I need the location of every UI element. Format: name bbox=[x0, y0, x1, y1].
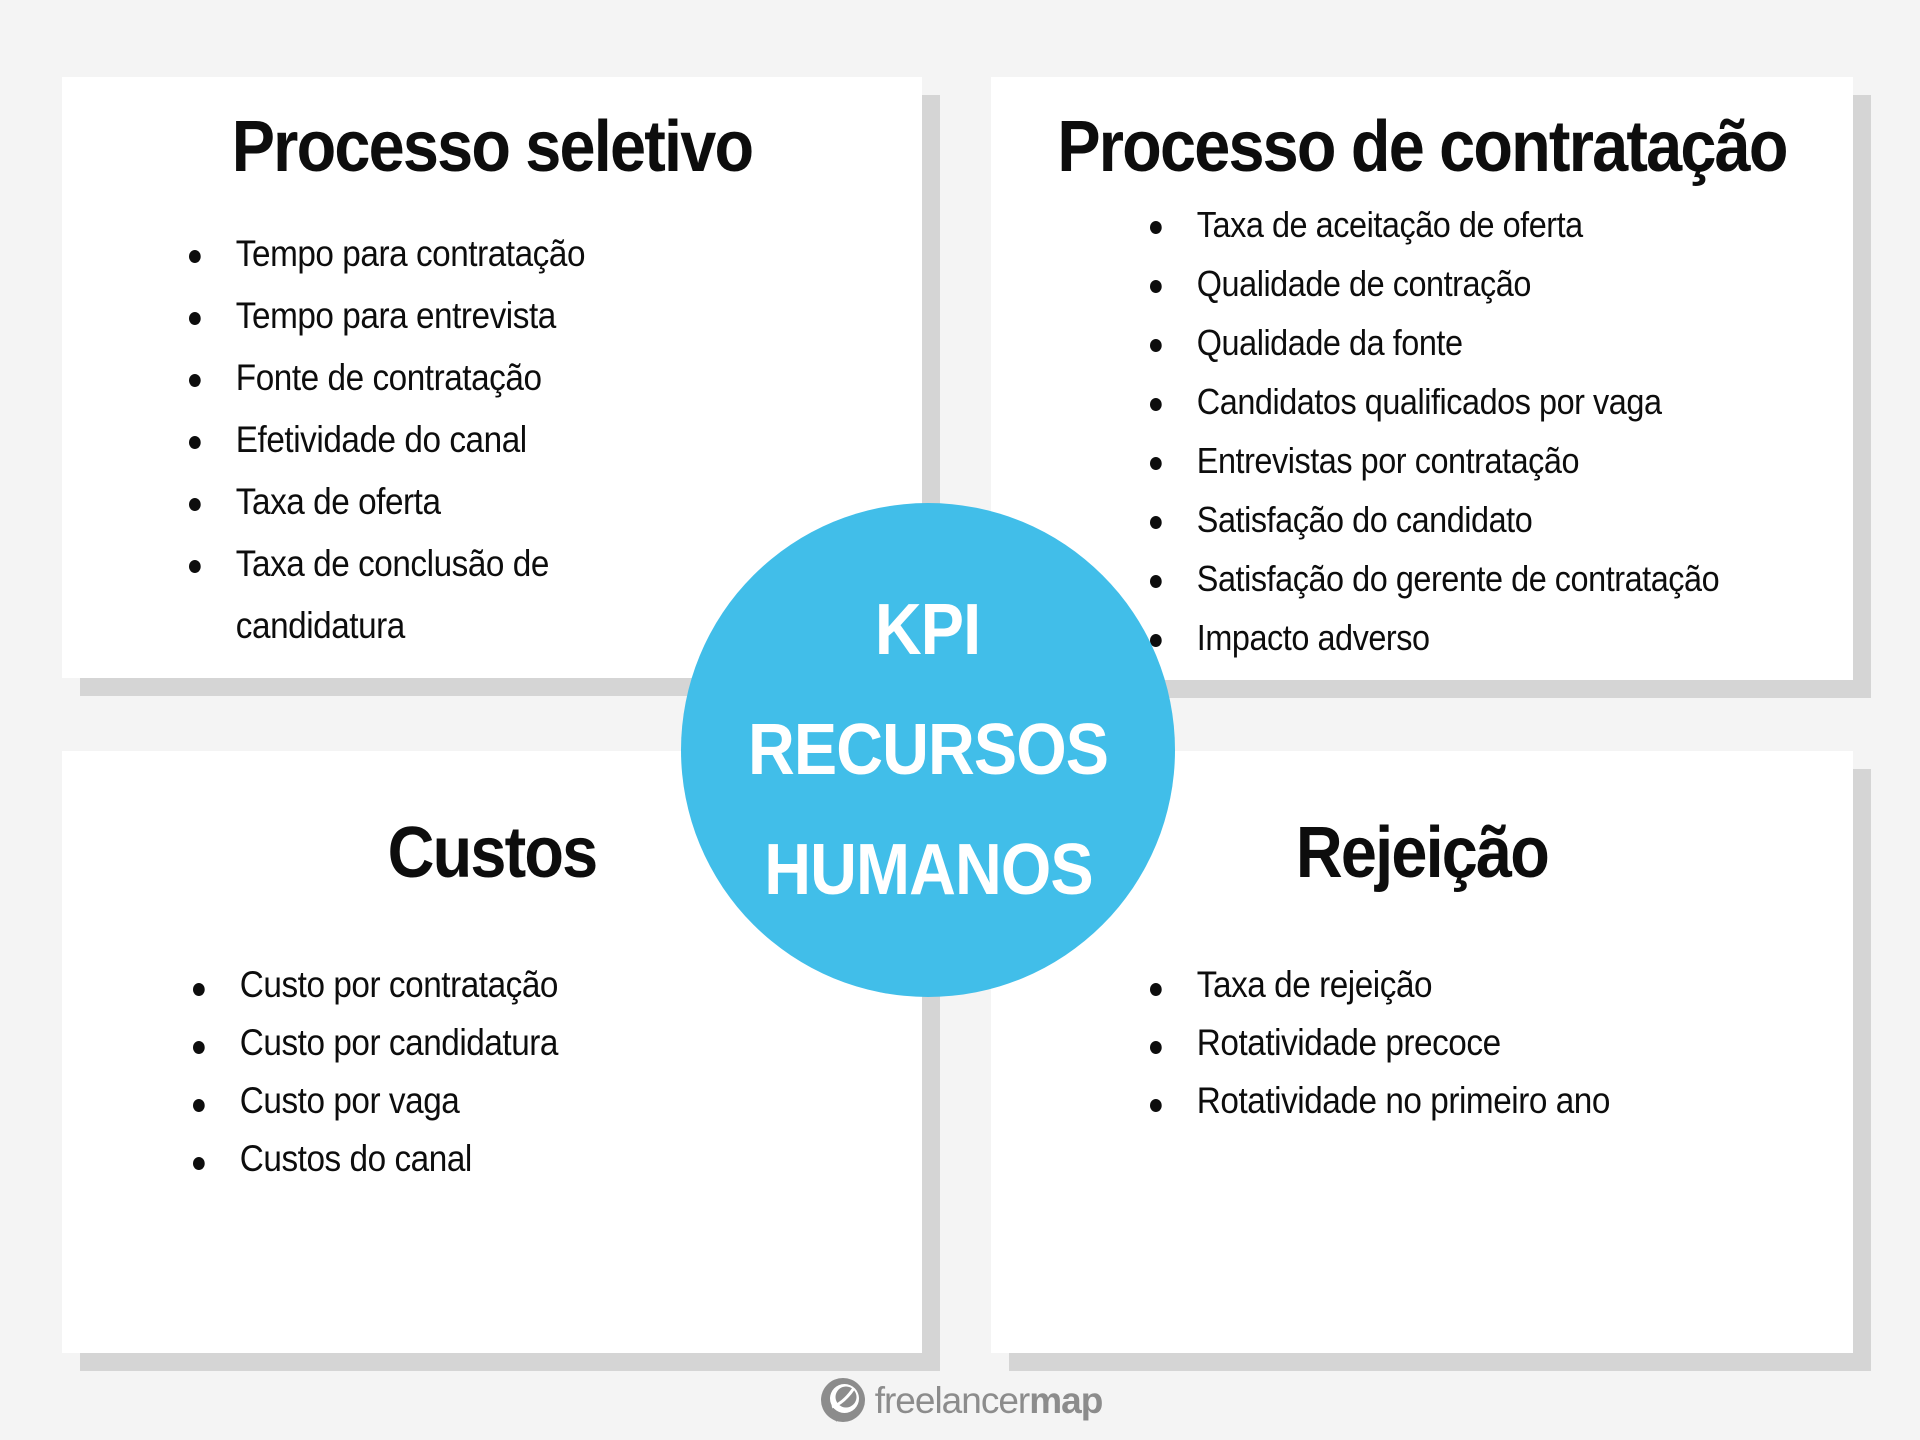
list-item: Taxa de conclusão de candidatura bbox=[180, 533, 702, 657]
list-item: Qualidade da fonte bbox=[1141, 313, 1825, 372]
list-item: Tempo para contratação bbox=[180, 223, 702, 285]
brand-prefix: freelancer bbox=[874, 1380, 1031, 1421]
list-item: Satisfação do gerente de contratação bbox=[1141, 549, 1825, 608]
badge-line: HUMANOS bbox=[763, 830, 1093, 910]
card-processo-seletivo: Processo seletivo Tempo para contratação… bbox=[62, 77, 922, 678]
card-title: Custos bbox=[387, 813, 599, 893]
list-item: Rotatividade precoce bbox=[1141, 1014, 1825, 1072]
badge-line: RECURSOS bbox=[747, 710, 1109, 790]
list-item: Impacto adverso bbox=[1141, 608, 1825, 667]
list-item: Candidatos qualificados por vaga bbox=[1141, 372, 1825, 431]
card-title: Processo seletivo bbox=[231, 107, 754, 187]
card-processo-de-contratacao: Processo de contratação Taxa de aceitaçã… bbox=[991, 77, 1853, 680]
list-item: Tempo para entrevista bbox=[180, 285, 702, 347]
list-item: Custos do canal bbox=[184, 1130, 706, 1188]
list-item: Custo por vaga bbox=[184, 1072, 706, 1130]
list-item: Custo por contratação bbox=[184, 956, 706, 1014]
center-kpi-badge: KPI RECURSOS HUMANOS bbox=[681, 503, 1175, 997]
list-item: Taxa de aceitação de oferta bbox=[1141, 195, 1825, 254]
list-item: Entrevistas por contratação bbox=[1141, 431, 1825, 490]
list-item: Taxa de oferta bbox=[180, 471, 702, 533]
list-item: Rotatividade no primeiro ano bbox=[1141, 1072, 1825, 1130]
list-item: Custo por candidatura bbox=[184, 1014, 706, 1072]
brand-suffix: map bbox=[1029, 1380, 1103, 1421]
list-item: Qualidade de contração bbox=[1141, 254, 1825, 313]
list-item: Taxa de rejeição bbox=[1141, 956, 1825, 1014]
freelancermap-globe-icon bbox=[818, 1376, 868, 1426]
card-title: Rejeição bbox=[1295, 813, 1550, 893]
footer-brand: freelancermap bbox=[0, 1376, 1920, 1426]
list-item: Efetividade do canal bbox=[180, 409, 702, 471]
card-title: Processo de contratação bbox=[1057, 107, 1788, 187]
list-item: Satisfação do candidato bbox=[1141, 490, 1825, 549]
badge-line: KPI bbox=[875, 590, 981, 670]
list-item: Fonte de contratação bbox=[180, 347, 702, 409]
brand-wordmark: freelancermap bbox=[874, 1377, 1104, 1425]
